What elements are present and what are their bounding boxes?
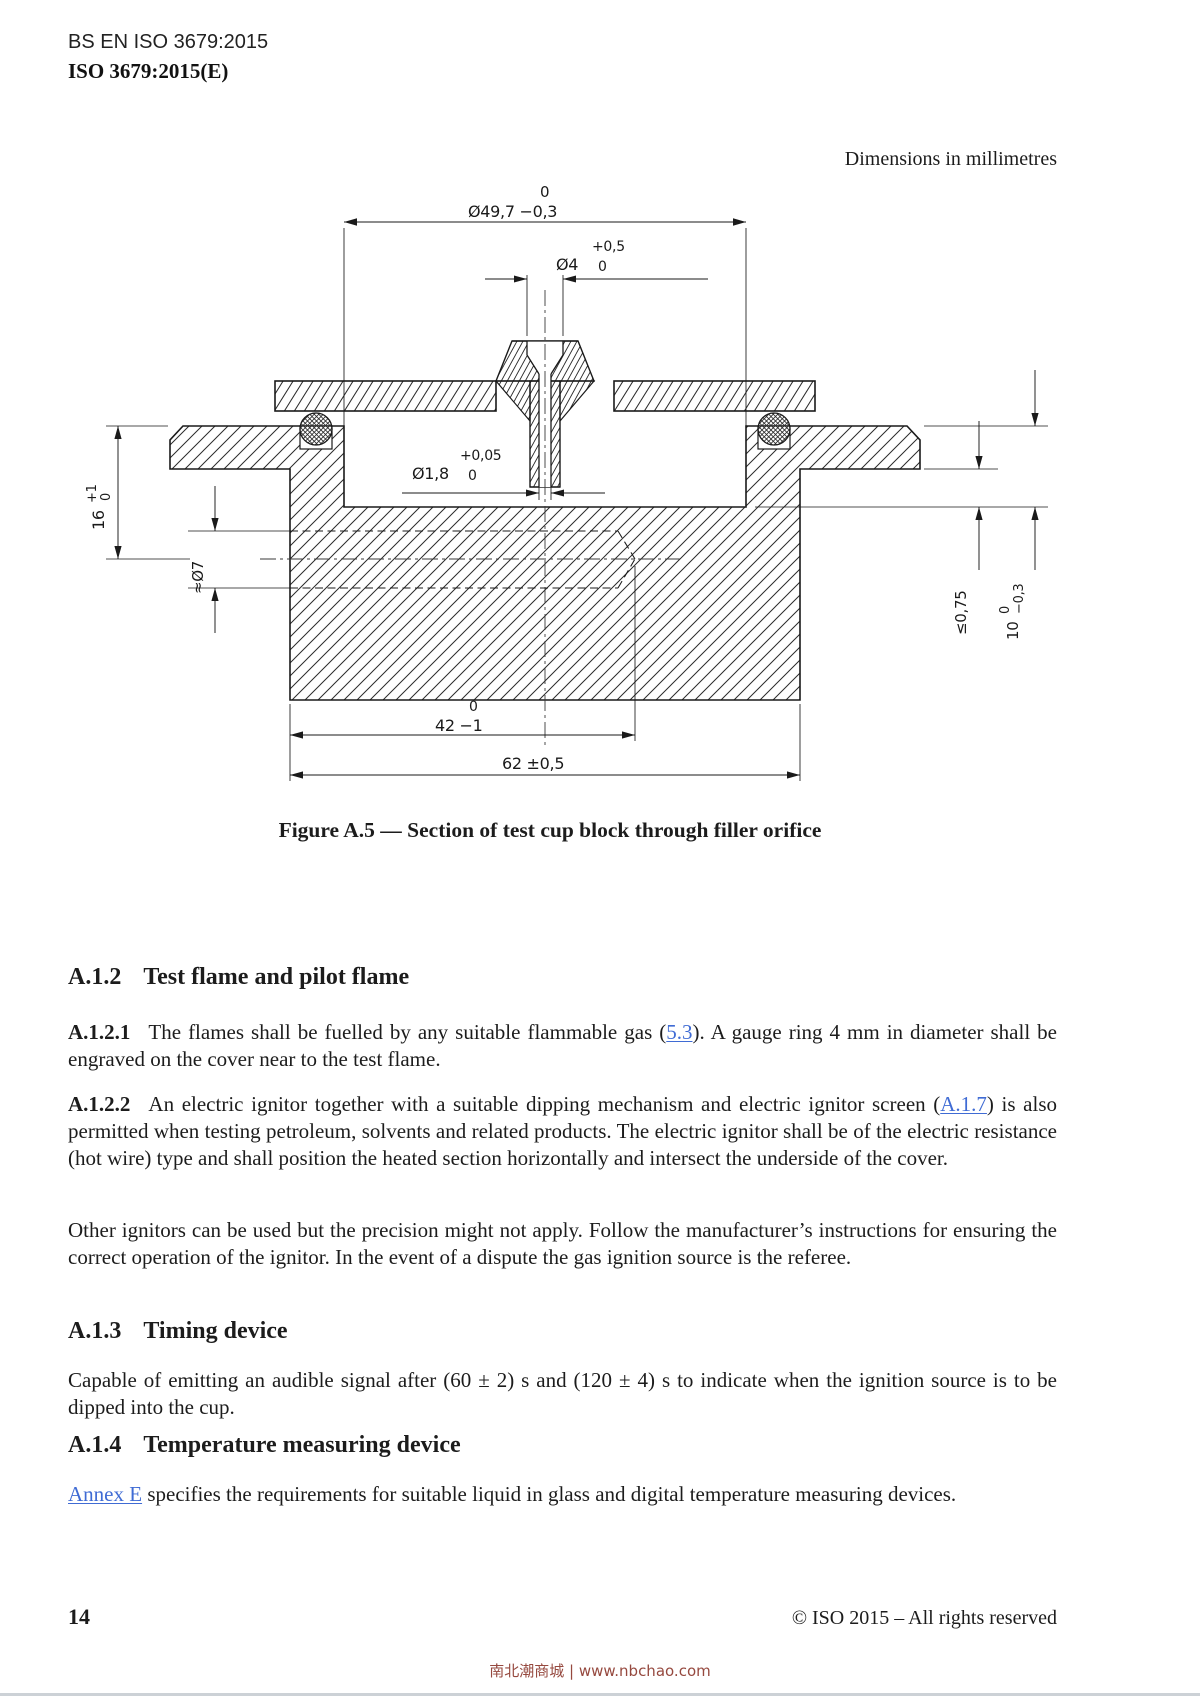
dim-10-tol-top: 0: [998, 606, 1013, 614]
dim-1-8-tol-top: +0,05: [460, 448, 501, 464]
heading-a12: A.1.2 Test flame and pilot flame: [68, 964, 1057, 991]
heading-a14: A.1.4 Temperature measuring device: [68, 1432, 1057, 1459]
link-5-3[interactable]: 5.3: [666, 1020, 693, 1044]
oring-left: [299, 412, 333, 446]
extension-lines: [106, 228, 1048, 781]
paragraph-a14-text: specifies the requirements for suitable …: [142, 1482, 957, 1506]
heading-a13: A.1.3 Timing device: [68, 1318, 1057, 1345]
paragraph-a121-text: The flames shall be fuelled by any suita…: [148, 1020, 667, 1044]
dimension-lines: [117, 221, 1036, 776]
oring-right: [757, 412, 791, 446]
page-number: 14: [68, 1604, 90, 1629]
cover-plate-left: [274, 380, 497, 412]
paragraph-a122: A.1.2.2 An electric ignitor together with…: [68, 1091, 1057, 1172]
paragraph-a13: Capable of emitting an audible signal af…: [68, 1367, 1057, 1421]
figure-caption: Figure A.5 — Section of test cup block t…: [278, 818, 822, 842]
paragraph-other-ignitors: Other ignitors can be used but the preci…: [68, 1217, 1057, 1271]
dim-1-8: Ø1,8: [412, 464, 449, 483]
dim-49-7-tol-top: 0: [540, 183, 549, 201]
dim-62: 62 ±0,5: [502, 754, 564, 773]
heading-a13-title: Timing device: [143, 1318, 288, 1344]
iso-designation: ISO 3679:2015(E): [68, 59, 229, 83]
heading-a14-number: A.1.4: [68, 1432, 122, 1458]
dim-1-8-tol-bottom: 0: [468, 468, 477, 484]
heading-a13-number: A.1.3: [68, 1318, 122, 1344]
paragraph-a121: A.1.2.1 The flames shall be fuelled by an…: [68, 1019, 1057, 1073]
dim-16: 16: [89, 510, 108, 530]
paragraph-a122-text-cont: ) is also permitted when testing petrole…: [68, 1092, 1057, 1170]
paragraph-a122-label: A.1.2.2: [68, 1092, 131, 1116]
dimension-arrows: [114, 218, 1039, 779]
heading-a14-title: Temperature measuring device: [143, 1432, 461, 1458]
heading-a12-title: Test flame and pilot flame: [143, 964, 410, 990]
paragraph-other-ignitors-text: Other ignitors can be used but the preci…: [68, 1218, 1057, 1269]
standard-designation: BS EN ISO 3679:2015: [68, 31, 269, 53]
dim-49-7: Ø49,7 −0,3: [468, 202, 557, 221]
dim-42: 42 −1: [435, 716, 483, 735]
paragraph-a13-text: Capable of emitting an audible signal af…: [68, 1368, 1057, 1419]
technical-drawing: 0 Ø49,7 −0,3 Ø4 +0,5 0 Ø1,8 +0,05 0 16 +…: [85, 183, 1048, 781]
dim-10: 10: [1004, 622, 1022, 641]
paragraph-a121-text-cont: ). A gauge ring 4 mm in diameter shall b…: [68, 1020, 1057, 1071]
paragraph-a122-text: An electric ignitor together with a suit…: [148, 1092, 941, 1116]
paragraph-a14: Annex E specifies the requirements for s…: [68, 1481, 1057, 1508]
dim-0-75: ≤0,75: [952, 591, 970, 635]
units-note: Dimensions in millimetres: [844, 148, 1057, 170]
dim-10-tol-bottom: −0,3: [1012, 584, 1027, 614]
document-header: BS EN ISO 3679:2015 ISO 3679:2015(E): [68, 30, 268, 84]
side-passage-hidden: [290, 530, 636, 589]
figure-a5: 0 Ø49,7 −0,3 Ø4 +0,5 0 Ø1,8 +0,05 0 16 +…: [60, 178, 1060, 806]
dim-4-tol-top: +0,5: [592, 239, 625, 255]
paragraph-a121-label: A.1.2.1: [68, 1020, 131, 1044]
dim-4-tol-bottom: 0: [598, 259, 607, 275]
dim-approx-7: ≈Ø7: [189, 561, 207, 594]
dim-16-tol-top: +1: [85, 484, 100, 503]
copyright-notice: © ISO 2015 – All rights reserved: [791, 1607, 1057, 1629]
heading-a12-number: A.1.2: [68, 964, 122, 990]
page-bottom-rule: [0, 1693, 1200, 1696]
watermark: 南北潮商城 | www.nbchao.com: [489, 1662, 711, 1680]
link-a17[interactable]: A.1.7: [940, 1092, 987, 1116]
link-annex-e[interactable]: Annex E: [68, 1482, 143, 1506]
dim-16-tol-bottom: 0: [99, 493, 114, 501]
dim-42-tol-top: 0: [469, 699, 478, 715]
dim-4: Ø4: [556, 255, 578, 274]
cover-plate-right: [613, 380, 816, 412]
